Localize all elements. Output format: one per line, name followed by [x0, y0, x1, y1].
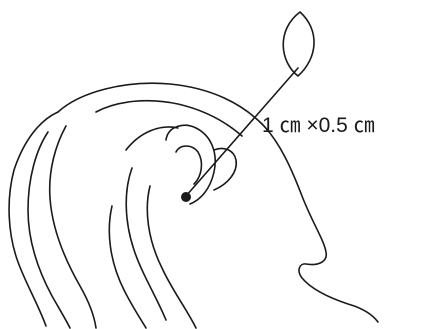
ear-outer	[166, 125, 215, 204]
dot-marker-icon	[181, 192, 191, 202]
hair-strand-3	[96, 101, 242, 136]
head-outline	[58, 83, 262, 124]
neck-line-2	[147, 186, 196, 328]
size-label: 1 ㎝ ×0.5 ㎝	[262, 114, 375, 137]
lens-shape-icon	[283, 12, 314, 76]
ear-inner	[176, 146, 201, 184]
hair-strand-2	[50, 126, 96, 328]
ear-lobe	[214, 148, 236, 190]
neck-line-1	[126, 168, 166, 320]
face-profile	[262, 124, 378, 322]
